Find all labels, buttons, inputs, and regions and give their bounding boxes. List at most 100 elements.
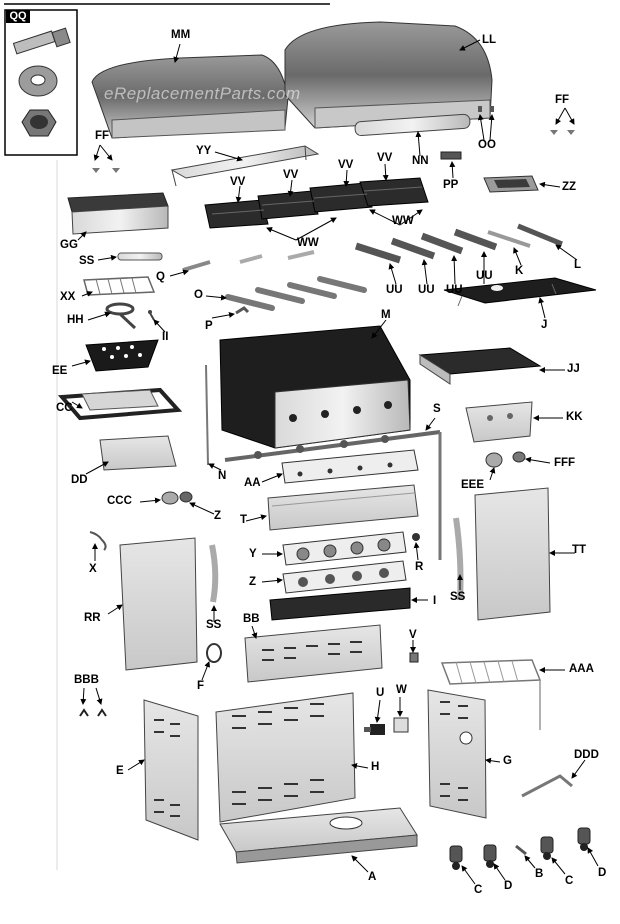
handle-ss-left [209, 544, 219, 603]
label-aaa: AAA [569, 663, 594, 675]
label-ee: EE [52, 365, 68, 377]
side-burner-hh [105, 302, 137, 330]
rod-k [487, 230, 531, 248]
label-v: V [409, 629, 417, 641]
electrode-ii [148, 310, 155, 321]
qq-bolt [12, 27, 71, 55]
label-k: K [515, 265, 524, 277]
caster-c-right [540, 836, 554, 860]
label-o: O [194, 289, 203, 301]
label-h: H [371, 761, 380, 773]
label-oo: OO [478, 139, 496, 151]
label-mm: MM [171, 29, 191, 41]
label-vv-1: VV [230, 176, 246, 188]
leader-arrows [71, 39, 599, 885]
label-bb: BB [243, 613, 260, 625]
label-nn: NN [412, 155, 429, 167]
firebox-m [219, 325, 411, 449]
thermometer-pp [440, 151, 462, 160]
wire-x [89, 531, 107, 551]
label-ss-top: SS [79, 255, 95, 267]
label-uu-1: UU [386, 284, 403, 296]
label-ww-2: WW [392, 215, 414, 227]
burners-o [225, 276, 367, 311]
label-a: A [368, 871, 377, 883]
side-shelf-jj [418, 347, 542, 385]
label-d-right: D [598, 867, 607, 879]
label-uu-3: UU [446, 284, 463, 296]
label-cc: CC [56, 402, 73, 414]
igniter-r [412, 533, 420, 541]
label-r: R [415, 561, 424, 573]
label-l: L [574, 259, 582, 271]
label-t: T [240, 514, 248, 526]
igniter-wire-n [205, 364, 209, 466]
label-ff-right: FF [555, 94, 570, 106]
control-panel-t [267, 484, 419, 531]
label-dd: DD [71, 474, 88, 486]
ff-clips-right [550, 130, 575, 135]
handle-bracket-oo [478, 106, 494, 112]
side-panel-g [427, 689, 487, 819]
label-tt: TT [572, 544, 587, 556]
hook-ddd [521, 774, 573, 798]
cooking-grates-vv [204, 177, 429, 229]
label-g: G [503, 755, 512, 767]
label-pp: PP [443, 179, 459, 191]
label-ss-left: SS [206, 619, 222, 631]
handle-ss-right [453, 517, 464, 601]
label-rr: RR [84, 612, 101, 624]
bolt-b [515, 844, 527, 856]
label-b: B [535, 868, 544, 880]
label-ccc: CCC [107, 495, 132, 507]
label-e: E [116, 765, 124, 777]
rack-aaa [440, 659, 542, 730]
label-ss-right: SS [450, 591, 466, 603]
ff-clips-left [92, 168, 120, 173]
knob-z-left [179, 491, 193, 503]
label-i: I [433, 595, 437, 607]
watermark-text: eReplacementParts.com [104, 84, 301, 103]
label-yy: YY [196, 145, 212, 157]
rod-ss-top [117, 252, 163, 261]
label-hh: HH [67, 314, 84, 326]
label-xx: XX [60, 291, 76, 303]
label-s: S [433, 403, 441, 415]
door-tt [474, 487, 551, 621]
lid-ll [284, 21, 493, 129]
label-d-left: D [504, 880, 513, 892]
label-c-left: C [474, 884, 483, 896]
bottom-shelf-a [219, 807, 418, 864]
side-burner-bowl-ee [85, 339, 159, 372]
label-zz: ZZ [562, 181, 577, 193]
label-ddd: DDD [574, 749, 599, 761]
label-f: F [197, 680, 205, 692]
side-panel-kk [465, 401, 533, 443]
label-eee: EEE [461, 479, 485, 491]
label-gg: GG [60, 239, 78, 251]
knob-eee [485, 452, 503, 468]
qq-washer [18, 65, 58, 97]
label-n: N [218, 470, 227, 482]
label-y: Y [249, 548, 257, 560]
regulator-u [364, 724, 385, 735]
block-w [393, 717, 409, 733]
caster-d-right [577, 827, 591, 851]
label-w: W [396, 684, 407, 696]
label-p: P [205, 320, 213, 332]
door-rr [119, 537, 198, 671]
rod-l [517, 223, 563, 247]
label-j: J [541, 319, 548, 331]
label-z-row: Z [249, 576, 257, 588]
label-ww-1: WW [297, 237, 319, 249]
qq-inset [4, 9, 78, 156]
label-u: U [376, 687, 385, 699]
label-ff-left: FF [95, 130, 110, 142]
label-c-right: C [565, 875, 574, 887]
label-jj: JJ [567, 363, 580, 375]
orifice-p [235, 306, 250, 315]
caster-c-left [449, 845, 463, 870]
knob-fff [512, 451, 526, 463]
side-panel-e [143, 699, 199, 841]
ring-f [206, 643, 222, 663]
